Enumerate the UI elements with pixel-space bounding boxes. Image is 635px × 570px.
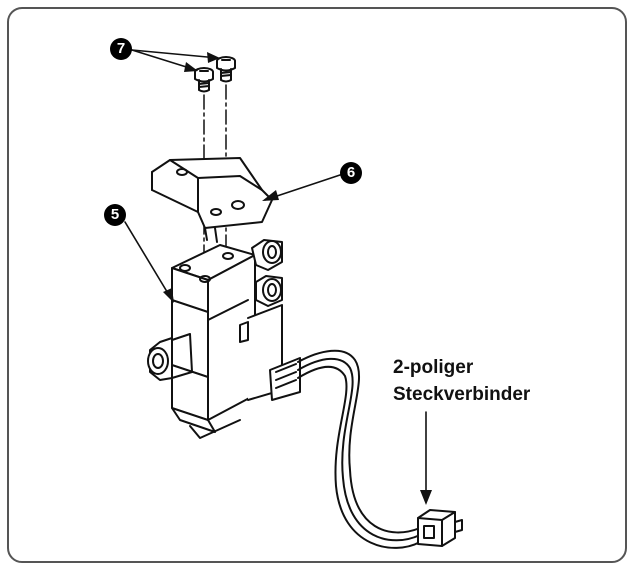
leader-valve — [124, 221, 173, 301]
leader-screw-b — [131, 49, 219, 59]
solenoid-valve — [147, 239, 301, 439]
connector-label-line2: Steckverbinder — [393, 384, 531, 405]
arrowhead-screw-b — [207, 52, 220, 63]
valve-cable — [297, 349, 421, 549]
connector-label-line1: 2-poliger — [393, 357, 474, 378]
arrowhead-bracket — [262, 190, 279, 201]
mounting-bracket — [151, 157, 273, 243]
screw-right — [216, 56, 236, 83]
callout-7-screws: 7 — [110, 38, 132, 60]
screw-left — [194, 67, 214, 93]
arrowhead-valve — [163, 288, 174, 303]
arrowhead-connector — [420, 490, 432, 505]
diagram-frame — [7, 7, 627, 563]
arrowhead-screw-a — [184, 62, 198, 72]
callout-5-valve: 5 — [104, 204, 126, 226]
callout-6-bracket: 6 — [340, 162, 362, 184]
two-pin-connector — [417, 509, 463, 547]
